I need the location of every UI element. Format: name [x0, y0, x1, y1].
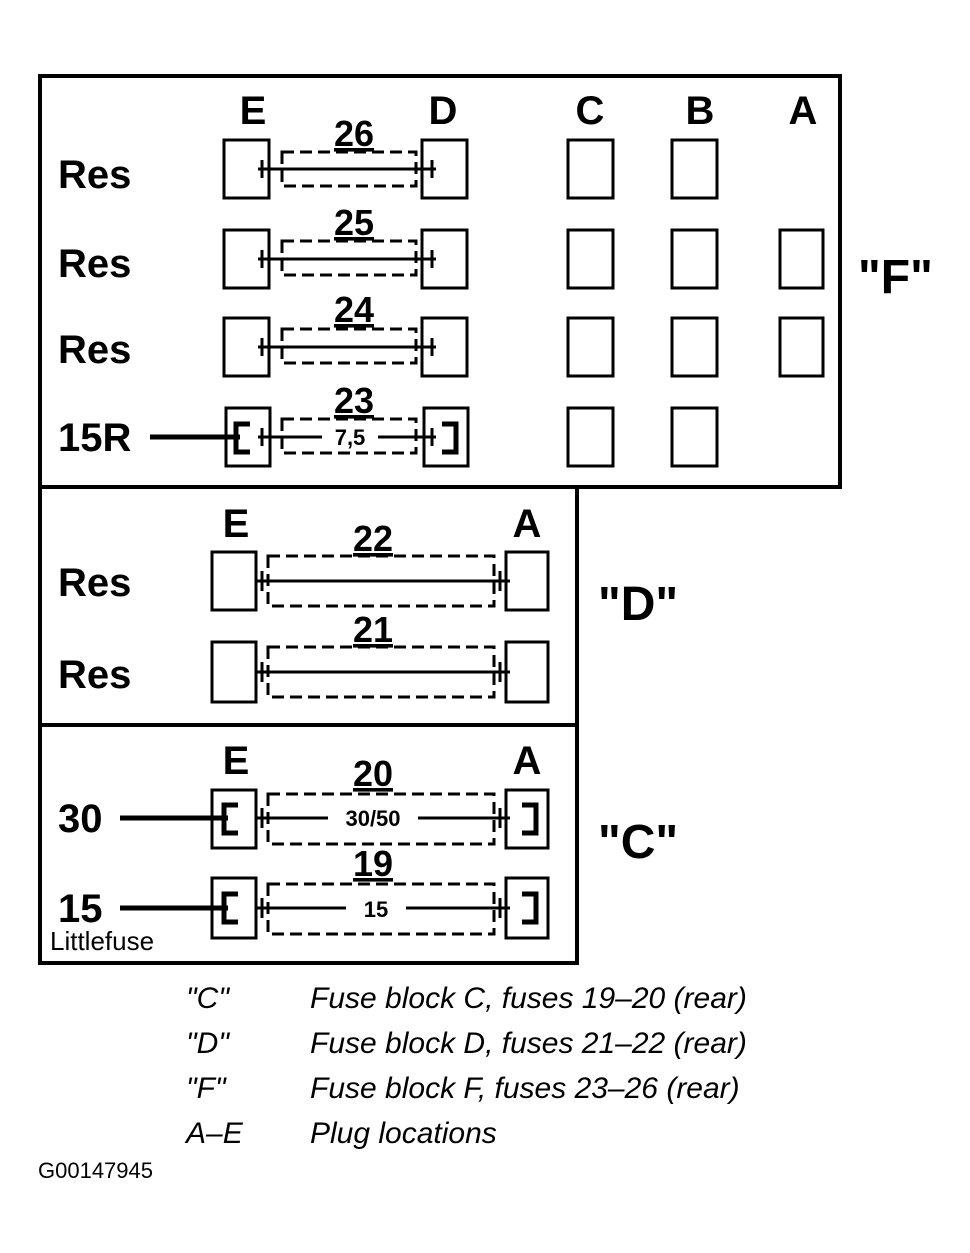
- plug-socket: [670, 406, 719, 468]
- legend-description: Fuse block C, fuses 19–20 (rear): [310, 982, 747, 1015]
- block-c-column-a: A: [513, 739, 542, 783]
- legend-key: A–E: [186, 1117, 243, 1150]
- plug-socket: [778, 316, 825, 378]
- terminal-clip: [522, 891, 539, 925]
- brand-label: Littlefuse: [50, 926, 154, 956]
- plug-socket: [566, 138, 615, 200]
- block-f-row-label: Res: [58, 242, 131, 286]
- block-c-tag: "C": [598, 816, 678, 869]
- terminal-clip: [442, 421, 459, 455]
- block-c-row-label: 15: [58, 887, 103, 931]
- block-f-row-label: Res: [58, 153, 131, 197]
- block-f-row-label: Res: [58, 328, 131, 372]
- plug-socket: [566, 228, 615, 290]
- fuse-number: 19: [353, 843, 393, 884]
- fuse-number: 20: [353, 753, 393, 794]
- block-f-column-c: C: [576, 89, 605, 133]
- fuse-number: 23: [334, 380, 374, 421]
- block-d-row-label: Res: [58, 561, 131, 605]
- block-c-row-label: 30: [58, 797, 103, 841]
- block-f-column-a: A: [789, 89, 818, 133]
- fuse-rating: 7,5: [335, 425, 366, 450]
- legend-description: Fuse block F, fuses 23–26 (rear): [310, 1072, 740, 1105]
- block-d-tag: "D": [598, 578, 678, 631]
- figure-id: G00147945: [38, 1158, 153, 1183]
- terminal-clip: [522, 802, 539, 836]
- block-f-column-b: B: [686, 89, 715, 133]
- plug-socket: [778, 228, 825, 290]
- block-f-tag: "F": [858, 251, 933, 304]
- fuse-number: 24: [334, 289, 374, 330]
- legend-key: "C": [186, 982, 229, 1015]
- fuse-block-c-frame: [38, 723, 579, 965]
- block-f-row-label: 15R: [58, 416, 131, 460]
- plug-socket: [670, 316, 719, 378]
- block-d-column-e: E: [223, 502, 250, 546]
- block-d-column-a: A: [513, 502, 542, 546]
- legend-description: Plug locations: [310, 1117, 497, 1150]
- block-f-column-e: E: [240, 89, 267, 133]
- fuse-number: 25: [334, 202, 374, 243]
- plug-socket: [566, 316, 615, 378]
- terminal-clip: [221, 891, 238, 925]
- block-f-column-d: D: [429, 89, 458, 133]
- legend-key: "F": [186, 1072, 226, 1105]
- fuse-rating: 15: [364, 897, 388, 922]
- block-c-column-e: E: [223, 739, 250, 783]
- fuse-rating: 30/50: [345, 806, 400, 831]
- fuse-number: 26: [334, 113, 374, 154]
- fuse-number: 22: [353, 518, 393, 559]
- plug-socket: [566, 406, 615, 468]
- block-d-row-label: Res: [58, 653, 131, 697]
- terminal-clip: [233, 421, 250, 455]
- legend-key: "D": [186, 1027, 229, 1060]
- terminal-clip: [221, 802, 238, 836]
- fuse-number: 21: [353, 609, 393, 650]
- legend-description: Fuse block D, fuses 21–22 (rear): [310, 1027, 747, 1060]
- plug-socket: [670, 138, 719, 200]
- plug-socket: [670, 228, 719, 290]
